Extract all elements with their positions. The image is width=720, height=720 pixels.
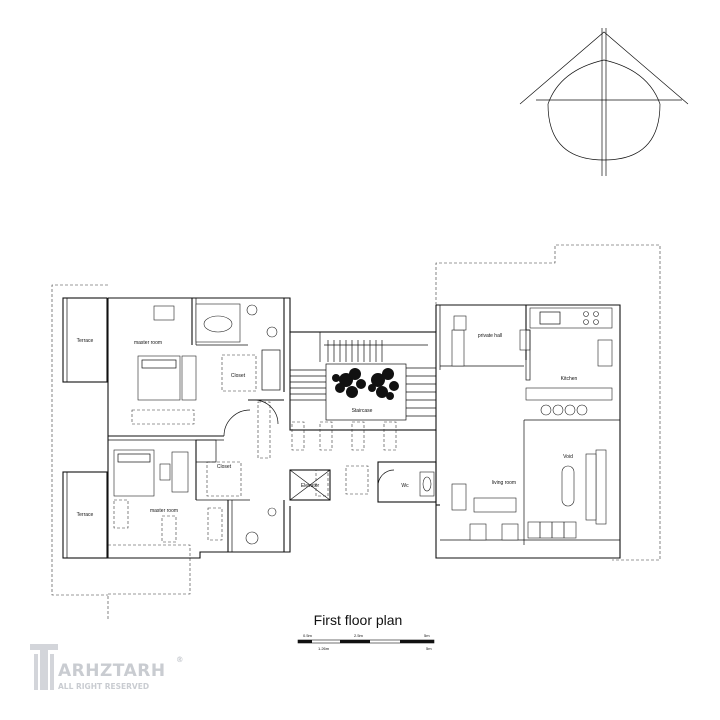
closet-bottom-label: Closet: [217, 464, 232, 470]
scale-label-top-3: 5m: [424, 633, 430, 638]
terrace-bottom-label: Terrace: [77, 512, 94, 518]
scale-label-top-2: 2.5m: [354, 633, 364, 638]
scale-label-top-1: 0.5m: [303, 633, 313, 638]
master-room-bottom-label: master room: [150, 508, 178, 514]
left-block-walls: [107, 297, 320, 559]
watermark-rights: ALL RIGHT RESERVED: [58, 682, 149, 691]
closet-top-label: Closet: [231, 373, 246, 379]
scale-label-bottom-1: 1.26m: [318, 646, 330, 651]
right-block-walls: [435, 304, 621, 559]
kitchen-label: Kitchen: [561, 376, 578, 382]
terrace-bottom: [62, 471, 108, 559]
master-bed-bottom: [113, 449, 223, 543]
living-room-furniture: [451, 483, 577, 541]
brand-logo: [30, 644, 58, 690]
north-arrow-icon: [519, 28, 689, 176]
wc: [377, 461, 437, 503]
elevator: [289, 469, 331, 501]
master-room-top-label: master room: [134, 340, 162, 346]
terrace-top: [62, 297, 108, 383]
staircase-label: Staircase: [352, 408, 373, 414]
watermark-brand: ARHZTARH: [58, 661, 166, 681]
projection-outlines: [51, 244, 661, 620]
private-hall-furniture: [451, 315, 531, 367]
planter-tree-icon: [332, 368, 399, 400]
master-bed-top: [131, 305, 197, 425]
plan-title: First floor plan: [314, 612, 403, 628]
void-label: Void: [563, 454, 573, 460]
scale-bar: [297, 639, 435, 644]
watermark-reg-mark: ®: [176, 655, 184, 664]
terrace-top-label: Terrace: [77, 338, 94, 344]
void-area: [561, 449, 607, 525]
private-hall-label: private hall: [478, 333, 502, 339]
kitchen: [525, 307, 613, 416]
living-room-label: living room: [492, 480, 516, 486]
scale-label-bottom-2: 5m: [426, 646, 432, 651]
elevator-label: Elevator: [301, 483, 320, 489]
staircase: [289, 331, 437, 431]
corridor-fixtures: [257, 401, 397, 497]
wc-label: Wc: [401, 483, 409, 489]
